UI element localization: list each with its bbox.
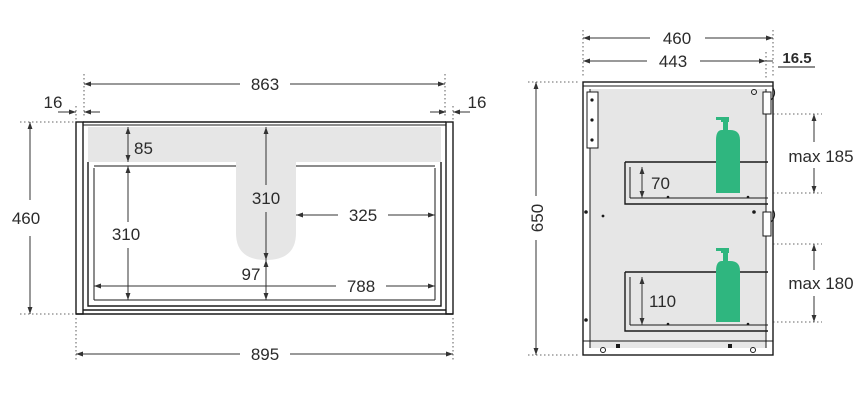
dim-895: 895 <box>251 345 279 364</box>
dim-max-180: max 180 <box>788 274 853 293</box>
dim-16-left: 16 <box>44 93 63 112</box>
dim-325: 325 <box>349 206 377 225</box>
dim-16-5: 16.5 <box>782 50 811 67</box>
dim-460-side: 460 <box>663 29 691 48</box>
dim-443: 443 <box>659 52 687 71</box>
dim-97: 97 <box>242 265 261 284</box>
soap-bottle-icon <box>716 248 740 322</box>
right-side-panel <box>445 121 454 315</box>
dim-110: 110 <box>649 292 676 311</box>
soap-bottle-icon <box>716 117 740 193</box>
dim-788: 788 <box>347 277 375 296</box>
dim-863: 863 <box>251 75 279 94</box>
dim-70: 70 <box>651 174 670 193</box>
dim-460-front: 460 <box>12 209 40 228</box>
side-outline <box>582 81 774 356</box>
front-view: 863 16 16 460 85 310 310 325 9 <box>12 74 487 364</box>
dim-310-cutout: 310 <box>252 189 280 208</box>
dim-650: 650 <box>528 204 547 232</box>
left-side-panel <box>75 121 84 315</box>
dim-max-185: max 185 <box>788 147 853 166</box>
dim-16-right: 16 <box>468 93 487 112</box>
side-view: 460 443 16.5 650 70 110 max 185 max <box>528 29 854 356</box>
dim-85: 85 <box>134 139 153 158</box>
dim-310-inner: 310 <box>112 225 140 244</box>
basin-silhouette <box>88 127 441 260</box>
